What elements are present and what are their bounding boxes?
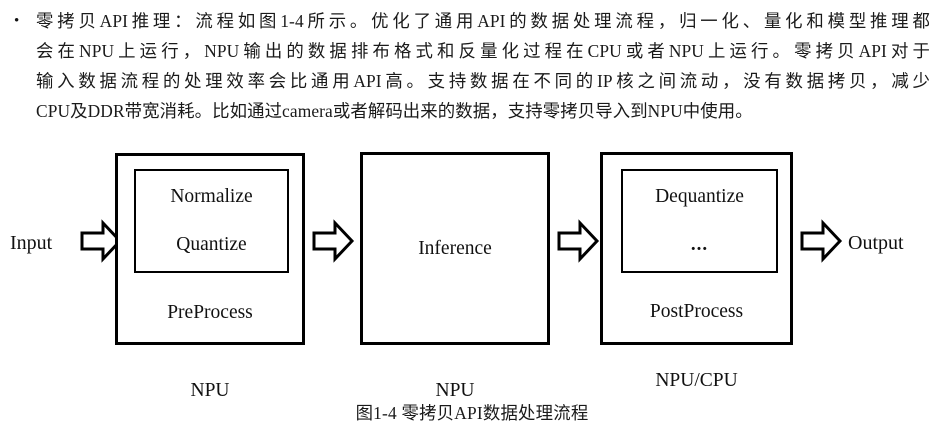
paragraph-line-2: 会在NPU上运行，NPU输出的数据排布格式和反量化过程在CPU或者NPU上运行。… xyxy=(36,41,930,61)
inner-box-preprocess-ops: Normalize Quantize xyxy=(134,169,289,273)
unit-label-inference: NPU xyxy=(435,380,475,401)
inner-box-postprocess-ops: Dequantize ... xyxy=(621,169,778,273)
paragraph-line-4: CPU及DDR带宽消耗。比如通过camera或者解码出来的数据，支持零拷贝导入到… xyxy=(36,101,753,121)
bullet-item: • 零拷贝API推理：流程如图1-4所示。优化了通用API的数据处理流程，归一化… xyxy=(14,6,930,126)
paragraph-line-1: 零拷贝API推理：流程如图1-4所示。优化了通用API的数据处理流程，归一化、量… xyxy=(36,11,930,31)
op-label-dequantize: Dequantize xyxy=(655,185,744,207)
stage-caption-postprocess: PostProcess xyxy=(649,301,744,322)
bullet-point-icon: • xyxy=(14,13,20,29)
figure-caption: 图1-4 零拷贝API数据处理流程 xyxy=(355,403,589,423)
stage-box-postprocess: Dequantize ... PostProcess xyxy=(600,152,793,345)
arrow-input-to-preprocess xyxy=(80,219,123,263)
paragraph-line-3: 输入数据流程的处理效率会比通用API高。支持数据在不同的IP核之间流动，没有数据… xyxy=(36,71,930,91)
unit-label-preprocess: NPU xyxy=(190,380,230,401)
arrow-preprocess-to-inference xyxy=(312,219,355,263)
stage-box-inference: Inference xyxy=(360,152,550,345)
arrow-postprocess-to-output xyxy=(800,219,843,263)
arrow-inference-to-postprocess xyxy=(557,219,600,263)
op-label-quantize: Quantize xyxy=(176,234,247,255)
bullet-paragraph-block: • 零拷贝API推理：流程如图1-4所示。优化了通用API的数据处理流程，归一化… xyxy=(14,6,930,126)
stage-box-preprocess: Normalize Quantize PreProcess xyxy=(115,153,305,345)
paragraph-text: 零拷贝API推理：流程如图1-4所示。优化了通用API的数据处理流程，归一化、量… xyxy=(36,6,930,126)
input-label: Input xyxy=(10,232,53,254)
op-label-ellipsis: ... xyxy=(690,234,709,256)
unit-label-postprocess: NPU/CPU xyxy=(655,370,738,391)
dataflow-diagram: Input Normalize Quantize PreProcess Infe… xyxy=(0,140,944,443)
op-label-normalize: Normalize xyxy=(170,185,253,207)
stage-label-inference: Inference xyxy=(418,238,492,259)
output-label: Output xyxy=(848,232,904,254)
stage-caption-preprocess: PreProcess xyxy=(167,302,253,323)
